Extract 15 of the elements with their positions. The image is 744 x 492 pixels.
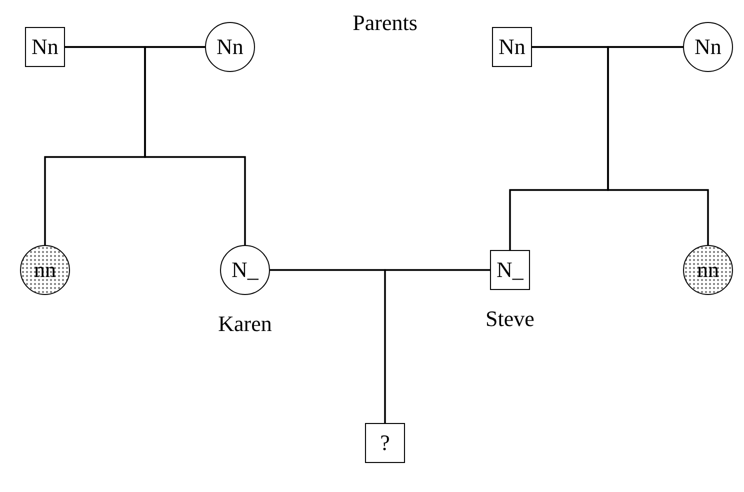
generation-label: Parents bbox=[352, 10, 418, 36]
female-circle: Nn bbox=[205, 22, 255, 72]
descent-line bbox=[384, 269, 490, 423]
male-square: Nn bbox=[492, 27, 532, 67]
affected-female-circle: nn bbox=[20, 245, 70, 295]
person-name: Karen bbox=[218, 311, 272, 337]
male-square: ? bbox=[365, 423, 405, 463]
affected-female-circle: nn bbox=[683, 245, 733, 295]
descent-line bbox=[607, 46, 709, 245]
person-name: Steve bbox=[486, 306, 534, 332]
male-square: Nn bbox=[25, 27, 65, 67]
female-circle: N_ bbox=[220, 245, 270, 295]
female-circle: Nn bbox=[683, 22, 733, 72]
male-square: N_ bbox=[490, 250, 530, 290]
descent-line bbox=[144, 46, 246, 245]
